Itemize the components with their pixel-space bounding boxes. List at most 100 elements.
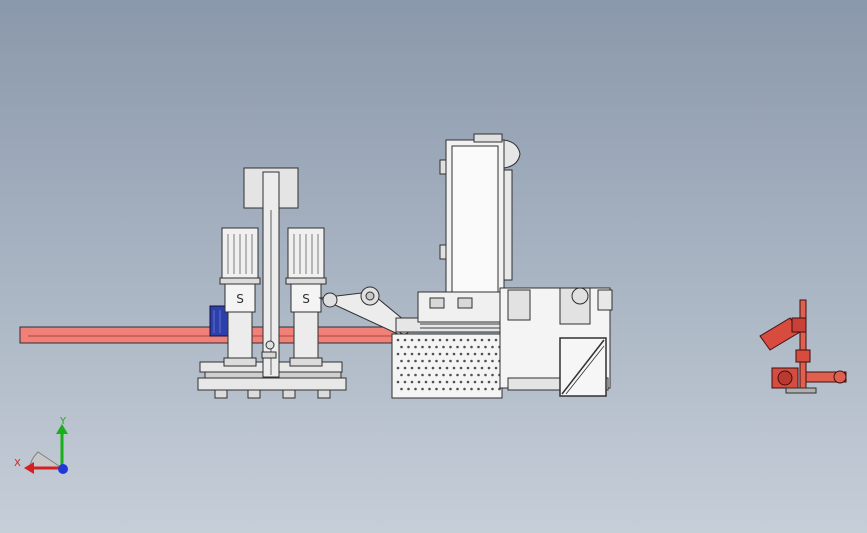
perforation-hole (452, 380, 456, 384)
x-axis-label: X (14, 458, 21, 469)
perforation-hole (438, 352, 442, 356)
perforation-hole (470, 387, 473, 391)
perforation-hole (494, 338, 498, 342)
perforation-hole (445, 338, 449, 342)
perforation-hole (491, 359, 494, 363)
perforated-tank[interactable] (391, 317, 503, 399)
perforation-hole (424, 366, 428, 370)
perforation-hole (424, 380, 428, 384)
valve[interactable] (261, 340, 277, 359)
perforation-hole (480, 338, 484, 342)
perforation-hole (407, 387, 410, 391)
perforation-hole (445, 380, 449, 384)
perforation-hole (417, 366, 421, 370)
perforation-hole (484, 373, 487, 377)
perforation-hole (456, 373, 459, 377)
perforation-hole (487, 352, 491, 356)
vertical-pump-2[interactable]: S (285, 227, 327, 367)
perforation-hole (463, 387, 466, 391)
perforation-hole (403, 366, 407, 370)
perforation-hole (459, 366, 463, 370)
perforation-hole (463, 373, 466, 377)
control-panel[interactable] (243, 167, 299, 378)
perforation-hole (442, 359, 445, 363)
perforation-hole (435, 345, 438, 349)
perforation-hole (473, 366, 477, 370)
perforation-hole (494, 352, 498, 356)
perforation-hole (400, 373, 403, 377)
perforation-hole (484, 345, 487, 349)
perforation-hole (449, 387, 452, 391)
perforation-hole (487, 338, 491, 342)
perforation-hole (407, 345, 410, 349)
perforation-hole (410, 380, 414, 384)
perforation-hole (400, 359, 403, 363)
vertical-pump-1[interactable]: S (219, 227, 261, 367)
perforation-hole (442, 345, 445, 349)
perforation-hole (463, 359, 466, 363)
perforation-hole (445, 366, 449, 370)
perforation-hole (424, 352, 428, 356)
perforation-hole (414, 373, 417, 377)
perforation-hole (438, 338, 442, 342)
perforation-hole (407, 359, 410, 363)
perforation-hole (494, 380, 498, 384)
perforation-hole (491, 387, 494, 391)
perforation-hole (484, 387, 487, 391)
perforation-hole (456, 387, 459, 391)
access-hatch[interactable] (559, 337, 607, 397)
perforation-hole (428, 387, 431, 391)
perforation-hole (435, 387, 438, 391)
perforation-hole (417, 352, 421, 356)
perforation-hole (396, 366, 400, 370)
perforation-hole (438, 366, 442, 370)
perforation-hole (414, 359, 417, 363)
perforation-hole (452, 352, 456, 356)
blue-motor[interactable] (209, 305, 231, 337)
perforation-hole (417, 338, 421, 342)
perforation-hole (480, 366, 484, 370)
perforation-hole (407, 373, 410, 377)
perforation-hole (438, 380, 442, 384)
perforation-hole (463, 345, 466, 349)
perforation-hole (466, 380, 470, 384)
perforation-hole (452, 338, 456, 342)
perforation-hole (400, 345, 403, 349)
perforation-hole (473, 352, 477, 356)
tall-enclosure[interactable] (439, 133, 521, 299)
perforation-hole (470, 373, 473, 377)
perforation-hole (396, 380, 400, 384)
perforation-hole (410, 366, 414, 370)
perforation-hole (477, 373, 480, 377)
perforation-hole (431, 366, 435, 370)
perforation-hole (449, 373, 452, 377)
perforation-hole (417, 380, 421, 384)
perforation-hole (414, 345, 417, 349)
perforation-hole (466, 352, 470, 356)
red-pump-assembly[interactable] (759, 299, 847, 394)
perforation-hole (494, 366, 498, 370)
perforation-hole (431, 380, 435, 384)
svg-text:S: S (302, 292, 310, 306)
perforation-hole (414, 387, 417, 391)
perforation-hole (428, 345, 431, 349)
perforation-hole (473, 380, 477, 384)
perforation-hole (456, 359, 459, 363)
perforation-hole (410, 338, 414, 342)
perforation-hole (480, 352, 484, 356)
perforation-hole (477, 359, 480, 363)
perforation-hole (487, 366, 491, 370)
perforation-hole (400, 387, 403, 391)
perforation-hole (477, 345, 480, 349)
perforation-hole (459, 352, 463, 356)
perforation-hole (491, 345, 494, 349)
perforation-hole (435, 359, 438, 363)
perforation-hole (410, 352, 414, 356)
perforation-hole (449, 345, 452, 349)
perforation-hole (396, 352, 400, 356)
perforation-hole (403, 380, 407, 384)
perforation-hole (431, 352, 435, 356)
axis-triad-icon: Y X (14, 416, 68, 474)
